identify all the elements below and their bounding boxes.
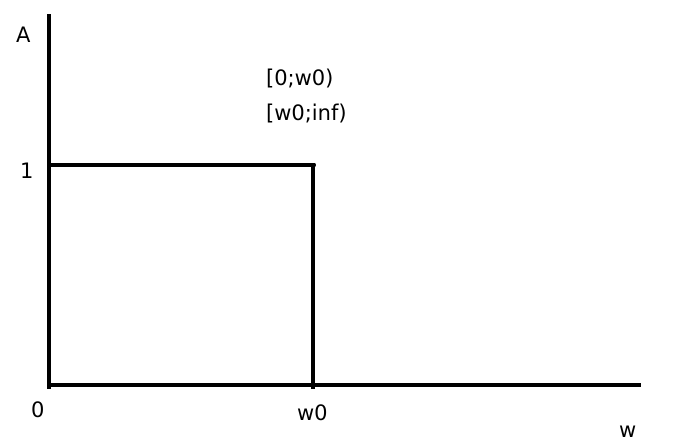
origin-label: 0	[31, 398, 45, 422]
y-axis-label: A	[16, 23, 31, 47]
range-low-annotation: [0;w0)	[266, 66, 334, 90]
y-tick-label-one: 1	[20, 159, 34, 183]
range-high-annotation: [w0;inf)	[266, 101, 347, 125]
x-tick-label-w0: w0	[297, 401, 328, 425]
x-axis-label: w	[619, 418, 637, 442]
